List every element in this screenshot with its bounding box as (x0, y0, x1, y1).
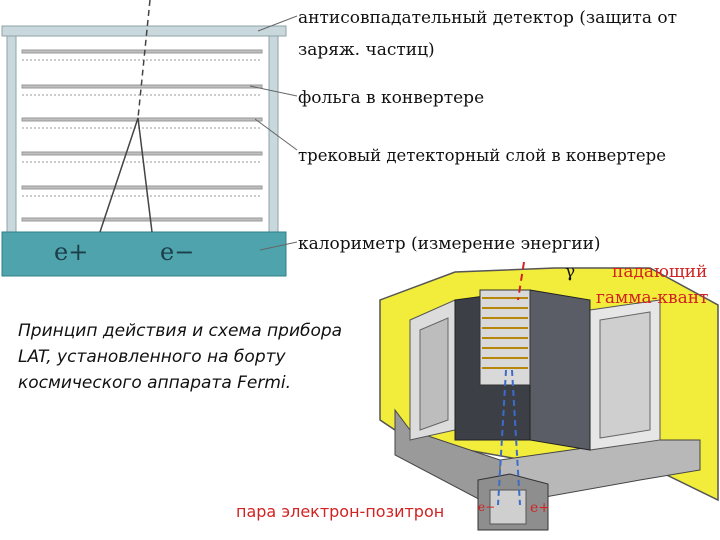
incident-gamma-line1: падающий (612, 262, 707, 282)
incident-gamma-line2: гамма-квант (596, 288, 708, 308)
tracker-layers (22, 50, 262, 221)
pair-label: пара электрон-позитрон (236, 502, 444, 522)
tracker-label: трековый детекторный слой в конвертере (298, 146, 666, 166)
small-positron-label: e+ (530, 500, 550, 516)
foil-label: фольга в конвертере (298, 88, 484, 108)
gamma-symbol: γ (565, 262, 575, 282)
electron-label: e− (160, 238, 194, 266)
acd-frame (2, 26, 286, 232)
figure-caption: Принцип действия и схема прибора LAT, ус… (18, 318, 348, 396)
calorimeter-label: калориметр (измерение энергии) (298, 234, 601, 254)
positron-label: e+ (54, 238, 88, 266)
acd-label-line1: антисовпадательный детектор (защита от (298, 8, 677, 28)
small-electron-label: e− (478, 500, 495, 514)
acd-label-line2: заряж. частиц) (298, 40, 435, 60)
calorimeter-block (2, 232, 286, 276)
